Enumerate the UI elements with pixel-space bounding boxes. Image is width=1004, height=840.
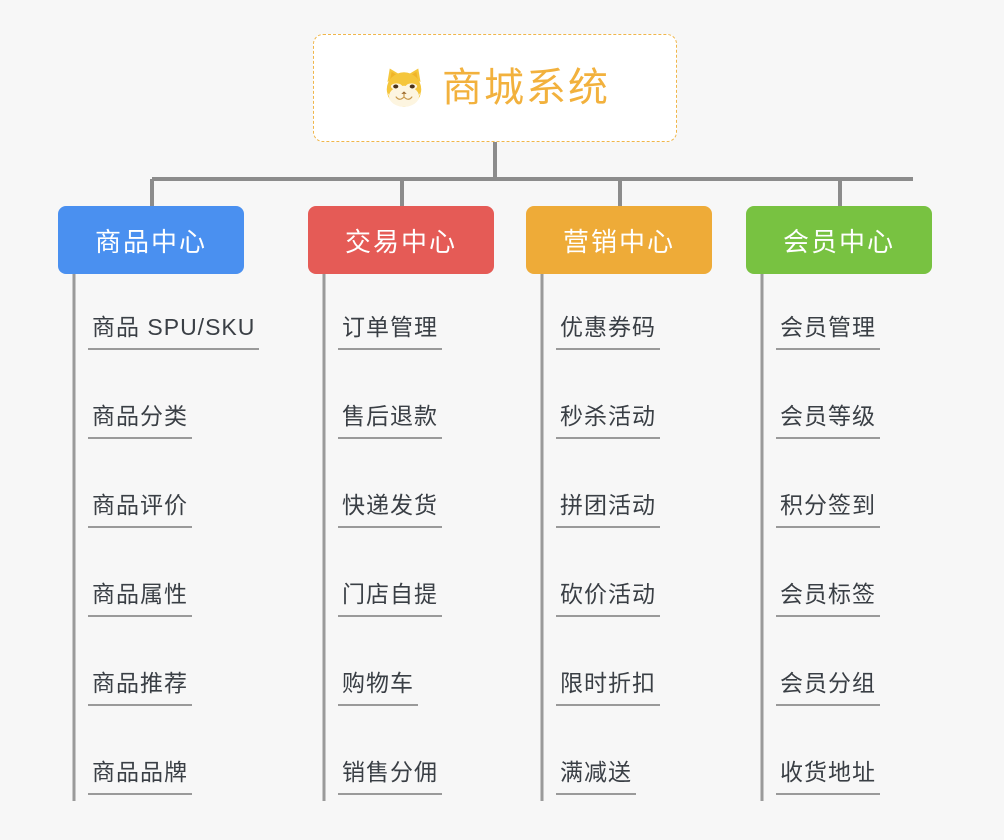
branch-header-1[interactable]: 交易中心 [308,206,494,274]
leaf-label: 购物车 [338,668,418,706]
leaf-item[interactable]: 砍价活动 [556,573,660,617]
leaf-item[interactable]: 优惠券码 [556,306,660,350]
leaf-label: 砍价活动 [556,579,660,617]
leaf-item[interactable]: 积分签到 [776,484,880,528]
leaf-item[interactable]: 售后退款 [338,395,442,439]
leaf-item[interactable]: 会员分组 [776,662,880,706]
branch-header-3[interactable]: 会员中心 [746,206,932,274]
leaf-label: 商品属性 [88,579,192,617]
leaf-label: 满减送 [556,757,636,795]
leaf-item[interactable]: 购物车 [338,662,418,706]
leaf-item[interactable]: 会员管理 [776,306,880,350]
branch-label-3: 会员中心 [782,226,895,257]
leaf-item[interactable]: 满减送 [556,751,636,795]
leaf-item[interactable]: 门店自提 [338,573,442,617]
leaf-item[interactable]: 会员等级 [776,395,880,439]
leaf-item[interactable]: 拼团活动 [556,484,660,528]
leaf-label: 会员管理 [776,312,880,350]
leaf-item[interactable]: 商品推荐 [88,662,192,706]
leaf-item[interactable]: 商品分类 [88,395,192,439]
leaf-item[interactable]: 限时折扣 [556,662,660,706]
root-label: 商城系统 [442,66,610,110]
leaf-label: 销售分佣 [338,757,442,795]
leaf-label: 收货地址 [776,757,880,795]
leaf-label: 拼团活动 [556,490,660,528]
leaf-label: 商品评价 [88,490,192,528]
leaf-item[interactable]: 快递发货 [338,484,442,528]
leaf-label: 秒杀活动 [556,401,660,439]
branch-label-1: 交易中心 [344,226,457,257]
leaf-item[interactable]: 商品品牌 [88,751,192,795]
leaf-label: 商品品牌 [88,757,192,795]
leaf-label: 会员分组 [776,668,880,706]
leaf-label: 商品分类 [88,401,192,439]
leaf-label: 售后退款 [338,401,442,439]
branch-label-2: 营销中心 [562,226,675,257]
leaf-item[interactable]: 订单管理 [338,306,442,350]
shiba-dog-icon [386,68,422,107]
leaf-label: 限时折扣 [556,668,660,706]
root-node[interactable]: 商城系统 [313,34,677,142]
leaf-label: 订单管理 [338,312,442,350]
leaf-label: 积分签到 [776,490,880,528]
leaf-item[interactable]: 商品 SPU/SKU [88,306,260,350]
leaf-label: 商品推荐 [88,668,192,706]
leaf-item[interactable]: 收货地址 [776,751,880,795]
leaf-item[interactable]: 销售分佣 [338,751,442,795]
leaf-item[interactable]: 会员标签 [776,573,880,617]
leaf-label: 快递发货 [338,490,442,528]
leaf-label: 商品 SPU/SKU [88,312,260,350]
leaf-label: 门店自提 [338,579,442,617]
branch-header-2[interactable]: 营销中心 [526,206,712,274]
branch-label-0: 商品中心 [94,226,207,257]
branch-header-0[interactable]: 商品中心 [58,206,244,274]
leaf-item[interactable]: 秒杀活动 [556,395,660,439]
leaf-label: 会员等级 [776,401,880,439]
leaf-item[interactable]: 商品评价 [88,484,192,528]
leaf-item[interactable]: 商品属性 [88,573,192,617]
leaf-label: 会员标签 [776,579,880,617]
leaf-label: 优惠券码 [556,312,660,350]
